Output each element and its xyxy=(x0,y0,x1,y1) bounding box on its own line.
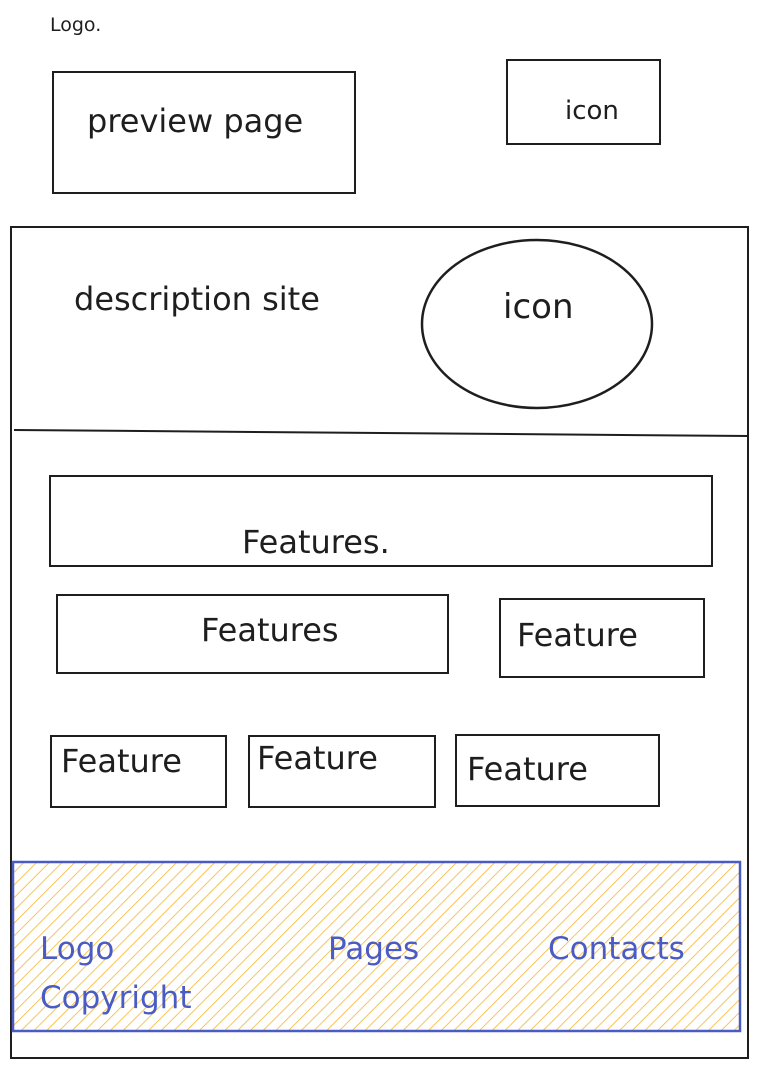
feature-box-row-2 xyxy=(248,735,436,808)
hero-description: description site xyxy=(74,280,320,318)
feature-label-row-1: Feature xyxy=(61,742,182,780)
footer-pages-link[interactable]: Pages xyxy=(328,931,420,967)
feature-label-row-3: Feature xyxy=(467,750,588,788)
feature-label-small-right: Feature xyxy=(517,616,638,654)
feature-box-row-1 xyxy=(50,735,227,808)
preview-page-box[interactable] xyxy=(52,71,356,194)
feature-box-small-right xyxy=(499,598,705,678)
header-icon-label: icon xyxy=(565,96,619,126)
page-frame xyxy=(10,226,749,1059)
footer-copyright: Copyright xyxy=(40,980,192,1016)
footer-logo[interactable]: Logo xyxy=(40,931,115,967)
feature-box-row-3 xyxy=(455,734,660,807)
hero-icon-label: icon xyxy=(503,287,574,327)
header-icon-box[interactable] xyxy=(506,59,661,145)
hero-divider xyxy=(13,429,750,437)
hero-icon-circle xyxy=(420,238,654,410)
footer-hatch xyxy=(11,860,742,1033)
feature-label-wide: Features. xyxy=(242,523,390,561)
footer-contacts-link[interactable]: Contacts xyxy=(548,931,685,967)
feature-label-row-2: Feature xyxy=(257,739,378,777)
feature-label-medium: Features xyxy=(201,611,339,649)
feature-box-medium xyxy=(56,594,449,674)
preview-page-label: preview page xyxy=(87,102,304,140)
header-logo-text: Logo. xyxy=(50,14,102,36)
feature-box-wide xyxy=(49,475,713,567)
